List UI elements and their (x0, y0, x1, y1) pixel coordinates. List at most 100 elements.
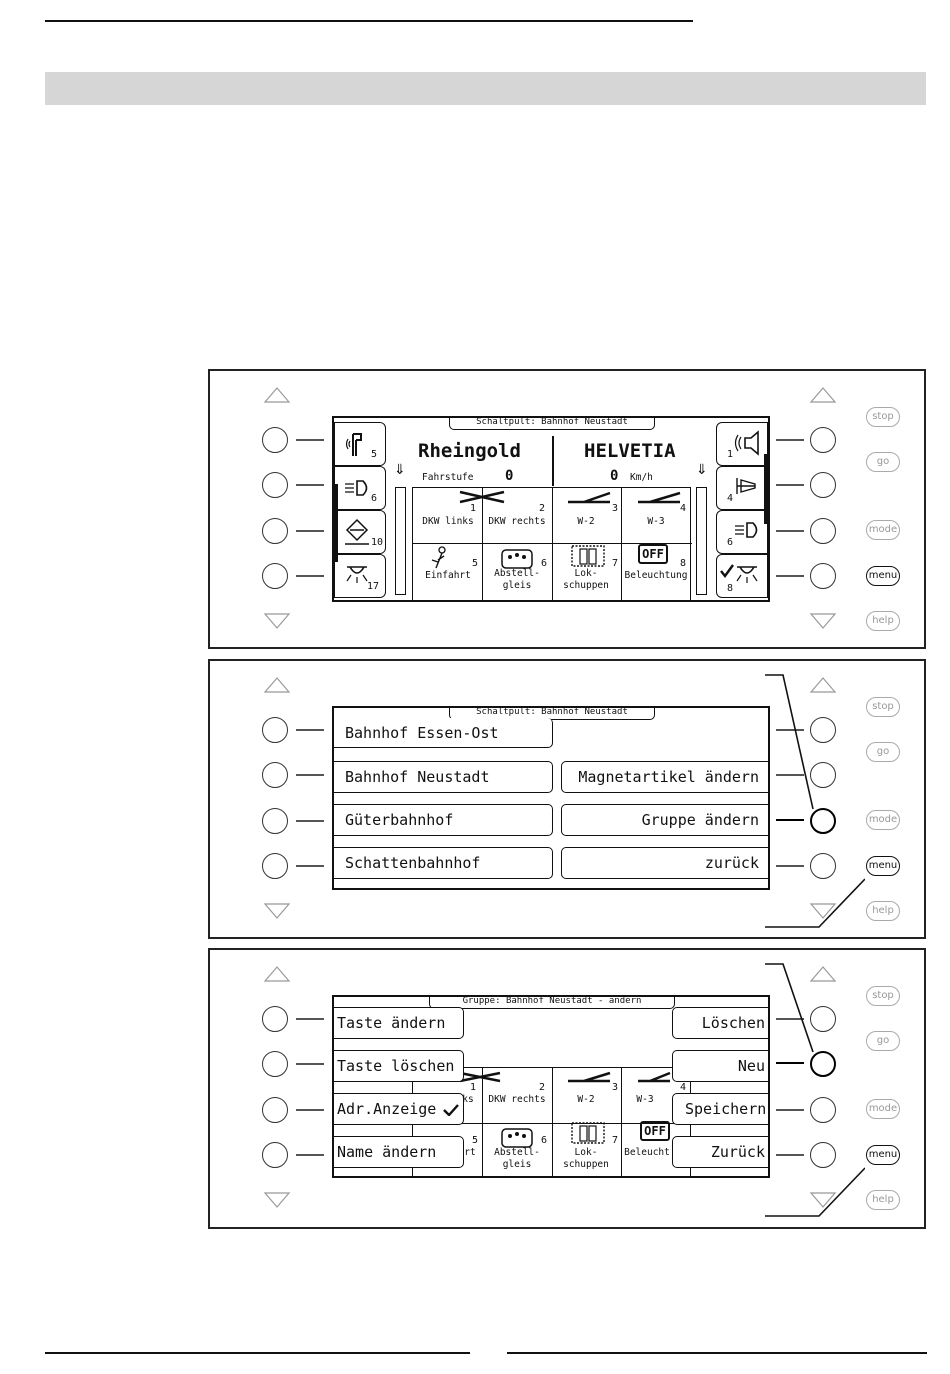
left-softkey-4[interactable] (262, 563, 288, 589)
switch-grid (412, 487, 692, 600)
taste-aendern-button[interactable]: Taste ändern (334, 1007, 464, 1039)
left-softkey-3[interactable] (262, 518, 288, 544)
cell-label-w2[interactable]: W-2 (577, 516, 595, 527)
help-button[interactable]: help (866, 1190, 900, 1210)
horn-icon (736, 478, 756, 494)
cell-label-dkw-rechts[interactable]: DKW rechts (488, 516, 546, 527)
up-arrow-button-right[interactable] (808, 964, 838, 984)
magnetartikel-aendern-button[interactable]: Magnetartikel ändern (561, 761, 768, 793)
mode-button[interactable]: mode (866, 810, 900, 830)
up-arrow-button-right[interactable] (808, 385, 838, 405)
down-arrow-button-right[interactable] (808, 1190, 838, 1210)
menu-button[interactable]: menu (866, 856, 900, 876)
help-button[interactable]: help (866, 611, 900, 631)
left-softkey-4[interactable] (262, 1142, 288, 1168)
left-softkey-2[interactable] (262, 472, 288, 498)
left-softkey-2-tick (296, 484, 324, 486)
down-arrow-button-right[interactable] (808, 901, 838, 921)
up-arrow-button-left[interactable] (262, 675, 292, 695)
bg-cell-label-beleucht: Beleucht (624, 1147, 670, 1158)
left-softkey-1-tick (296, 729, 324, 731)
right-softkey-3[interactable] (810, 1097, 836, 1123)
display-screen-1: Schaltpult: Bahnhof Neustadt 5 6 10 17 R… (332, 416, 770, 602)
right-softkey-1[interactable] (810, 717, 836, 743)
name-aendern-button[interactable]: Name ändern (334, 1136, 464, 1168)
loeschen-button[interactable]: Löschen (672, 1007, 768, 1039)
up-arrow-button-left[interactable] (262, 964, 292, 984)
menu-item-bahnhof-neustadt[interactable]: Bahnhof Neustadt (334, 761, 553, 793)
up-arrow-button-left[interactable] (262, 385, 292, 405)
right-softkey-4[interactable] (810, 563, 836, 589)
off-badge: OFF (640, 1121, 670, 1141)
right-softkey-2[interactable] (810, 762, 836, 788)
function-tab-1[interactable]: 1 (716, 422, 768, 466)
left-softkey-1[interactable] (262, 717, 288, 743)
right-softkey-1[interactable] (810, 1006, 836, 1032)
stop-button[interactable]: stop (866, 407, 900, 427)
off-badge: OFF (638, 544, 668, 564)
left-softkey-3[interactable] (262, 808, 288, 834)
adr-anzeige-button[interactable]: Adr.Anzeige (334, 1093, 464, 1125)
menu-button[interactable]: menu (866, 1145, 900, 1165)
left-softkey-1[interactable] (262, 427, 288, 453)
help-button[interactable]: help (866, 901, 900, 921)
menu-item-bahnhof-essen-ost[interactable]: Bahnhof Essen-Ost (334, 718, 553, 748)
mode-button[interactable]: mode (866, 1099, 900, 1119)
down-arrow-button-left[interactable] (262, 1190, 292, 1210)
speed-slider-left[interactable] (395, 487, 406, 595)
menu-item-schattenbahnhof[interactable]: Schattenbahnhof (334, 847, 553, 879)
function-tab-5[interactable]: 5 (334, 422, 386, 466)
right-softkey-1[interactable] (810, 427, 836, 453)
down-arrow-button-left[interactable] (262, 611, 292, 631)
right-softkey-2-pressed[interactable] (810, 1051, 836, 1077)
go-button[interactable]: go (866, 452, 900, 472)
function-tab-6[interactable]: 6 (334, 466, 386, 510)
right-softkey-3-pressed[interactable] (810, 808, 836, 834)
cell-label-einfahrt[interactable]: Einfahrt (425, 570, 471, 581)
cell-label-abstell[interactable]: Abstell- (494, 568, 540, 579)
stop-button[interactable]: stop (866, 986, 900, 1006)
up-arrow-button-right[interactable] (808, 675, 838, 695)
cell-label-lok[interactable]: Lok- (574, 568, 598, 579)
left-softkey-2[interactable] (262, 762, 288, 788)
down-arrow-button-left[interactable] (262, 901, 292, 921)
bg-cell-label-w2: W-2 (577, 1094, 595, 1105)
mode-button[interactable]: mode (866, 520, 900, 540)
zurueck-button[interactable]: Zurück (672, 1136, 768, 1168)
right-softkey-4[interactable] (810, 853, 836, 879)
function-tab-4[interactable]: 4 (716, 466, 768, 510)
cell-label-beleuchtung[interactable]: Beleuchtung (624, 570, 688, 581)
gruppe-aendern-button[interactable]: Gruppe ändern (561, 804, 768, 836)
taste-loeschen-button[interactable]: Taste löschen (334, 1050, 464, 1082)
cell-label-gleis: gleis (502, 580, 532, 591)
cell-label-w3[interactable]: W-3 (647, 516, 665, 527)
speed-value: 0 (610, 468, 619, 484)
bg-cell-label-abstell: Abstell- (494, 1147, 540, 1158)
stop-button[interactable]: stop (866, 697, 900, 717)
cell-label-dkw-links[interactable]: DKW links (422, 516, 474, 527)
right-softkey-4[interactable] (810, 1142, 836, 1168)
function-tab-17[interactable]: 17 (334, 554, 386, 598)
left-softkey-2[interactable] (262, 1051, 288, 1077)
menu-item-gueterbahnhof[interactable]: Güterbahnhof (334, 804, 553, 836)
go-button[interactable]: go (866, 742, 900, 762)
right-softkey-4-tick (776, 575, 804, 577)
right-softkey-3[interactable] (810, 518, 836, 544)
speichern-button[interactable]: Speichern (672, 1093, 768, 1125)
left-softkey-3[interactable] (262, 1097, 288, 1123)
neu-button[interactable]: Neu (672, 1050, 768, 1082)
function-tab-6-right[interactable]: 6 (716, 510, 768, 554)
function-tab-10[interactable]: 10 (334, 510, 386, 554)
go-button[interactable]: go (866, 1031, 900, 1051)
speed-slider-right[interactable] (696, 487, 707, 595)
cell-number-1: 1 (470, 503, 477, 514)
left-softkey-1[interactable] (262, 1006, 288, 1032)
zurueck-button[interactable]: zurück (561, 847, 768, 879)
left-softkey-4[interactable] (262, 853, 288, 879)
right-softkey-2[interactable] (810, 472, 836, 498)
menu-button[interactable]: menu (866, 566, 900, 586)
right-softkey-1-tick (776, 439, 804, 441)
bg-cell-number-2: 2 (539, 1082, 546, 1093)
down-arrow-button-right[interactable] (808, 611, 838, 631)
function-tab-8[interactable]: 8 (716, 554, 768, 598)
